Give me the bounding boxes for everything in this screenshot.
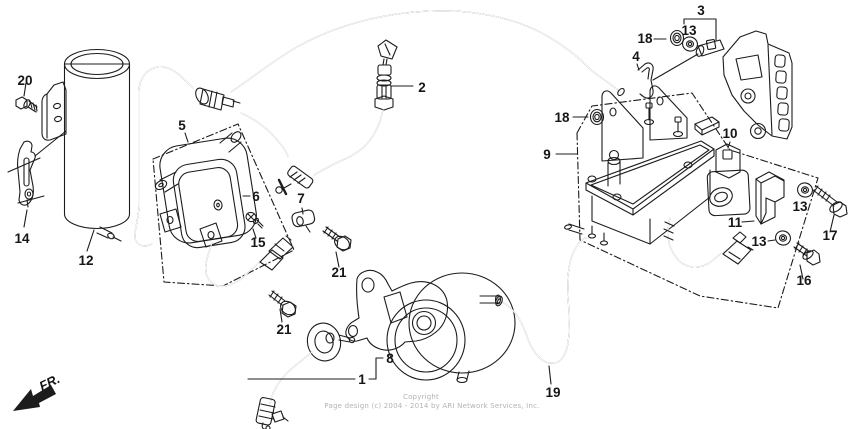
actuator-cover-5-6 [154, 131, 294, 287]
clamp-7 [291, 209, 316, 233]
bolt-17 [812, 185, 848, 218]
callout-1: 1 [358, 372, 366, 387]
watermark-line2: Page design (c) 2004 - 2014 by ARI Netwo… [324, 402, 539, 410]
callout-18b: 18 [637, 31, 653, 46]
cushion-11 [755, 171, 785, 225]
callout-15: 15 [250, 235, 266, 250]
callout-7: 7 [297, 191, 305, 206]
tank-stay-14 [17, 140, 36, 208]
bolt-21-lower [268, 290, 297, 318]
callout-21b: 21 [276, 322, 292, 337]
bolt-16 [793, 242, 821, 266]
callout-16: 16 [796, 273, 812, 288]
callout-4: 4 [632, 49, 640, 64]
grommet-18-top [669, 29, 685, 47]
vacuum-hose-main [134, 10, 625, 247]
throttle-cable-1 [255, 322, 356, 429]
nut-13-right [797, 182, 813, 198]
callout-5: 5 [178, 118, 186, 133]
callout-9: 9 [543, 147, 551, 162]
callout-20: 20 [17, 73, 32, 88]
fr-indicator: FR. [13, 371, 62, 411]
bolt-20 [15, 96, 38, 113]
cable-2 [275, 39, 398, 196]
callout-10: 10 [722, 126, 737, 141]
connector-10 [706, 143, 751, 217]
assembly-boundary-lines [152, 92, 819, 309]
callout-21a: 21 [331, 265, 347, 280]
watermark: Copyright Page design (c) 2004 - 2014 by… [324, 393, 539, 410]
actuator-diaphragm [386, 272, 516, 384]
callout-3: 3 [697, 3, 705, 18]
callout-12: 12 [78, 253, 93, 268]
actuator-bracket-8 [345, 269, 449, 351]
grommet-18-left [589, 108, 605, 126]
leader-lines [7, 18, 835, 385]
callout-13b: 13 [792, 199, 808, 214]
fr-label: FR. [37, 371, 62, 394]
callout-labels: 20 14 12 5 6 15 7 21 21 2 1 8 19 18 9 3 … [14, 3, 837, 400]
callout-14: 14 [14, 231, 30, 246]
bracket-3 [695, 30, 793, 140]
callout-18a: 18 [554, 110, 570, 125]
bolt-21-upper [322, 226, 352, 252]
tank-bracket [41, 81, 67, 141]
check-valve [195, 87, 241, 111]
callout-6: 6 [252, 189, 260, 204]
callout-13c: 13 [751, 234, 767, 249]
callout-13a: 13 [681, 23, 697, 38]
vacuum-tank-12 [63, 48, 131, 242]
screw-15 [245, 211, 264, 229]
callout-8: 8 [386, 351, 394, 366]
hose-19 [495, 236, 591, 364]
callout-19: 19 [545, 385, 560, 400]
callout-17: 17 [822, 228, 837, 243]
nut-13-mid [775, 230, 791, 246]
callout-11: 11 [728, 215, 743, 230]
clip-4 [637, 62, 654, 99]
fr-arrow-icon [13, 385, 56, 411]
callout-2: 2 [418, 80, 426, 95]
control-unit-9 [564, 85, 754, 268]
watermark-line1: Copyright [403, 393, 439, 401]
